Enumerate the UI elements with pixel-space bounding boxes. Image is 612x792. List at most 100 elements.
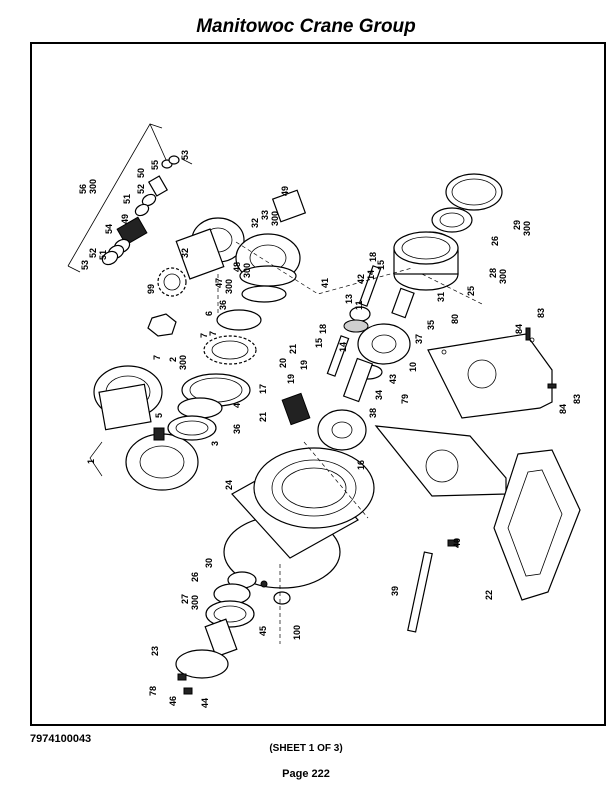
callout-10: 10 <box>408 362 418 372</box>
callout-26a: 26 <box>490 236 500 246</box>
callout-31: 31 <box>436 292 446 302</box>
callout-52b: 52 <box>88 248 98 258</box>
drawing-part-number: 7974100043 <box>30 733 92 745</box>
callout-15b: 15 <box>376 260 386 270</box>
gear-99 <box>157 267 187 297</box>
pin-39 <box>407 539 459 633</box>
callout-34: 34 <box>374 390 384 400</box>
callout-21a: 21 <box>258 412 268 422</box>
cable-drum <box>223 447 375 589</box>
callout-51b: 51 <box>98 250 108 260</box>
callout-2-300: 300 <box>178 355 188 370</box>
callout-84a: 84 <box>514 324 524 334</box>
callout-53b: 53 <box>80 260 90 270</box>
callout-84b: 84 <box>558 404 568 414</box>
callout-23: 23 <box>150 646 160 656</box>
callout-22: 22 <box>484 590 494 600</box>
callout-14a: 14 <box>338 342 348 352</box>
callout-30: 30 <box>204 558 214 568</box>
mount-base-23 <box>175 618 238 695</box>
bolts-83-84 <box>525 327 557 389</box>
callout-55: 55 <box>150 160 160 170</box>
callout-26b: 26 <box>190 572 200 582</box>
callout-42: 42 <box>356 274 366 284</box>
callout-36b: 36 <box>218 300 228 310</box>
callout-1: 1 <box>86 459 96 464</box>
seal-kit-bracket <box>67 123 193 273</box>
callout-5: 5 <box>154 413 164 418</box>
callout-38: 38 <box>368 408 378 418</box>
callout-4: 4 <box>232 403 242 408</box>
hub-assembly-1 <box>93 365 199 491</box>
callout-51a: 51 <box>122 194 132 204</box>
callout-47-300: 300 <box>224 279 234 294</box>
callout-13: 13 <box>344 294 354 304</box>
callout-80: 80 <box>450 314 460 324</box>
mounting-plate-80 <box>427 333 553 419</box>
callout-24: 24 <box>224 480 234 490</box>
callout-83a: 83 <box>536 308 546 318</box>
seal-rings <box>101 155 180 266</box>
planet-carrier-right <box>235 189 307 303</box>
callout-18b: 18 <box>368 252 378 262</box>
lower-bearing-stack <box>205 571 291 628</box>
callout-18a: 18 <box>318 324 328 334</box>
assembly-guide-lines <box>217 241 483 644</box>
callout-32a: 32 <box>180 248 190 258</box>
callout-50: 50 <box>136 168 146 178</box>
callout-48-300: 300 <box>242 263 252 278</box>
callout-52a: 52 <box>136 184 146 194</box>
callout-99: 99 <box>146 284 156 294</box>
exploded-diagram-frame: 1 2 300 3 4 5 6 7 7 7 10 11 13 14 14 15 … <box>30 42 606 726</box>
exploded-parts-diagram: 1 2 300 3 4 5 6 7 7 7 10 11 13 14 14 15 … <box>67 123 582 708</box>
rings-2-3-4 <box>167 415 217 441</box>
callout-100: 100 <box>292 625 302 640</box>
callout-54: 54 <box>104 224 114 234</box>
callout-15a: 15 <box>314 338 324 348</box>
callout-28: 28 <box>488 268 498 278</box>
callout-29-300: 300 <box>522 221 532 236</box>
callout-46: 46 <box>168 696 178 706</box>
callout-47: 47 <box>214 278 224 288</box>
callout-17: 17 <box>258 384 268 394</box>
callout-39: 39 <box>390 586 400 596</box>
callout-28-300: 300 <box>498 269 508 284</box>
page-title: Manitowoc Crane Group <box>196 16 416 37</box>
sheet-indicator: (SHEET 1 OF 3) <box>269 743 343 754</box>
callout-16: 16 <box>356 460 366 470</box>
callout-40: 40 <box>452 538 462 548</box>
center-shafts <box>326 265 415 377</box>
callout-14b: 14 <box>366 270 376 280</box>
callout-43: 43 <box>388 374 398 384</box>
ring-gear-assembly <box>393 173 503 291</box>
ring-stack-center <box>177 309 262 419</box>
callout-6: 6 <box>204 311 214 316</box>
callout-27: 27 <box>180 594 190 604</box>
callout-78: 78 <box>148 686 158 696</box>
support-frame-22 <box>493 449 581 601</box>
callout-21b: 21 <box>288 344 298 354</box>
callout-7a: 7 <box>152 355 162 360</box>
callout-41: 41 <box>320 278 330 288</box>
mounting-plate-79 <box>374 425 507 497</box>
callout-49b: 49 <box>280 186 290 196</box>
planet-carrier-left <box>175 217 245 280</box>
callout-7b: 7 <box>199 333 209 338</box>
callout-83b: 83 <box>572 394 582 404</box>
callout-25: 25 <box>466 286 476 296</box>
callout-37: 37 <box>414 334 424 344</box>
callout-48: 48 <box>232 262 242 272</box>
callout-32b: 32 <box>250 218 260 228</box>
callout-56: 56 <box>78 184 88 194</box>
callout-29: 29 <box>512 220 522 230</box>
callout-33-300: 300 <box>270 211 280 226</box>
leader-1 <box>89 441 103 477</box>
callout-11: 11 <box>354 300 364 310</box>
callout-7c: 7 <box>208 331 218 336</box>
callout-labels: 1 2 300 3 4 5 6 7 7 7 10 11 13 14 14 15 … <box>78 150 582 708</box>
callout-20: 20 <box>278 358 288 368</box>
callout-56-300: 300 <box>88 179 98 194</box>
callout-27-300: 300 <box>190 595 200 610</box>
callout-36a: 36 <box>232 424 242 434</box>
callout-35: 35 <box>426 320 436 330</box>
